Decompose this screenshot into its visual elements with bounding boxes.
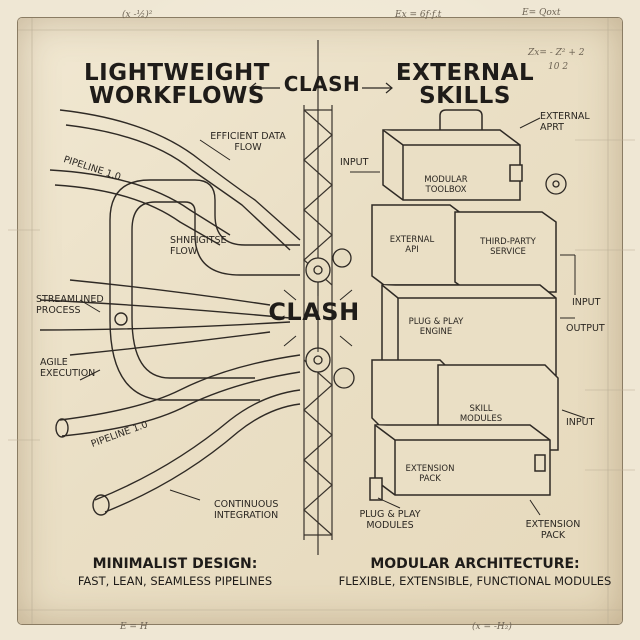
math-bottom-left: E = H — [120, 622, 148, 632]
math-right-fraction: 10 2 — [548, 62, 569, 72]
toolbox-stack — [369, 109, 559, 501]
label-extension-pack-box: EXTENSION PACK — [405, 464, 455, 484]
label-efficient-data-flow: EFFICIENT DATA FLOW — [210, 131, 286, 153]
caption-left-subtitle: FAST, LEAN, SEAMLESS PIPELINES — [77, 573, 273, 588]
caption-right: MODULAR ARCHITECTURE: FLEXIBLE, EXTENSIB… — [330, 556, 620, 588]
label-external-aprt: EXTERNAL APRT — [540, 111, 590, 133]
title-external-skills: EXTERNAL SKILLS — [395, 60, 535, 109]
label-plug-play-modules: PLUG & PLAY MODULES — [359, 509, 421, 531]
label-input-bottom: INPUT — [566, 417, 595, 428]
label-modular-toolbox: MODULAR TOOLBOX — [424, 175, 468, 195]
pipeline-pipes — [39, 109, 301, 516]
caption-left: MINIMALIST DESIGN: FAST, LEAN, SEAMLESS … — [40, 556, 310, 588]
label-streamlined-process: STREAMLINED PROCESS — [36, 294, 104, 316]
caption-right-title: MODULAR ARCHITECTURE: — [370, 556, 580, 572]
center-clash-label: CLASH — [268, 298, 360, 326]
label-third-party-service: THIRD-PARTY SERVICE — [480, 237, 536, 257]
label-input-mid: INPUT — [572, 297, 601, 308]
label-flow: SHNFIGITSE FLOW — [170, 235, 227, 257]
math-top-right: E= Qoxt — [522, 8, 561, 18]
label-output: OUTPUT — [566, 323, 605, 334]
math-top-mid: Ex = 6f·f.t — [395, 10, 442, 20]
label-agile-execution: AGILE EXECUTION — [40, 357, 96, 379]
title-clash: CLASH — [283, 72, 361, 96]
label-extension-pack: EXTENSION PACK — [525, 519, 581, 541]
label-skill-modules: SKILL MODULES — [459, 404, 503, 424]
title-lightweight-workflows: LIGHTWEIGHT WORKFLOWS — [84, 60, 270, 109]
clash-arrows — [249, 82, 393, 94]
pointer-arrows — [79, 117, 586, 516]
label-external-api: EXTERNAL API — [389, 235, 435, 255]
caption-left-title: MINIMALIST DESIGN: — [92, 556, 258, 572]
label-continuous-integration: CONTINUOUS INTEGRATION — [214, 499, 279, 521]
clash-burst — [283, 282, 353, 352]
label-input-top: INPUT — [340, 157, 369, 168]
margin-grid — [8, 18, 635, 624]
gears — [305, 173, 567, 389]
label-plug-play-engine: PLUG & PLAY ENGINE — [408, 317, 464, 337]
math-bottom-right: (x = -H₂) — [472, 622, 512, 632]
caption-right-subtitle: FLEXIBLE, EXTENSIBLE, FUNCTIONAL MODULES — [338, 573, 612, 588]
center-truss — [303, 40, 333, 555]
math-right-formula: Zx= - Z² + 2 — [528, 48, 585, 58]
math-top-left: (x -½)² — [122, 10, 153, 20]
